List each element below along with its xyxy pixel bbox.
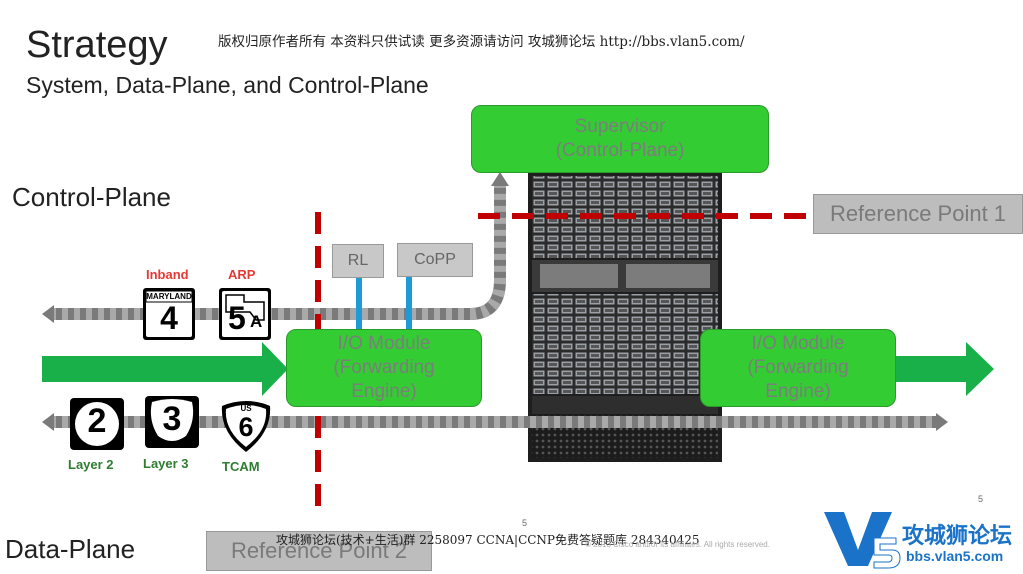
io-module-right: I/O Module (Forwarding Engine): [700, 329, 896, 407]
ingress-arrow: [42, 342, 288, 396]
us6-prefix: US: [240, 404, 252, 413]
rl-box: RL: [332, 244, 384, 278]
layer3-label: Layer 3: [143, 456, 189, 471]
tcam-label: TCAM: [222, 459, 260, 474]
supervisor-box: Supervisor (Control-Plane): [471, 105, 769, 173]
reference-point-1-box: Reference Point 1: [813, 194, 1023, 234]
logo-name: 攻城狮论坛: [902, 523, 1013, 548]
control-plane-label: Control-Plane: [12, 182, 171, 212]
io-module-right-line1: I/O Module: [751, 333, 845, 354]
egress-arrow: [890, 342, 994, 396]
page-number-right: 5: [978, 494, 984, 504]
page-number-center: 5: [522, 518, 528, 528]
us6-sign-icon: [221, 401, 271, 452]
data-plane-label: Data-Plane: [5, 534, 136, 564]
maryland-route-number: 4: [160, 300, 178, 336]
watermark-text: 版权归原作者所有 本资料只供试读 更多资源请访问 攻城狮论坛 http://bb…: [218, 34, 745, 50]
logo-url: bbs.vlan5.com: [906, 548, 1004, 564]
page-subtitle: System, Data-Plane, and Control-Plane: [26, 72, 429, 98]
control-plane-track: [42, 172, 509, 323]
arp-label: ARP: [228, 267, 256, 282]
layer3-sign-icon: [145, 396, 199, 448]
io-module-right-line2: (Forwarding: [747, 357, 849, 378]
supervisor-subtitle: (Control-Plane): [555, 140, 685, 161]
v5-logo-icon: [824, 512, 901, 569]
switch-chassis-image: [528, 172, 722, 462]
vlan5-logo: 攻城狮论坛 bbs.vlan5.com: [822, 508, 1022, 570]
io-module-left-line1: I/O Module: [337, 333, 431, 354]
arp-5a-sign-icon: [219, 288, 271, 340]
io-module-left-line2: (Forwarding: [333, 357, 435, 378]
footer-group-text: 攻城狮论坛(技术+生活)群 2258097 CCNA|CCNP免费答疑题库 28…: [276, 533, 700, 547]
io-module-right-line3: Engine): [765, 381, 831, 402]
layer2-label: Layer 2: [68, 457, 114, 472]
layer2-route-number: 2: [87, 402, 107, 440]
maryland-4-sign-icon: [143, 288, 195, 340]
io-module-left: I/O Module (Forwarding Engine): [286, 329, 482, 407]
reference-point-2-box: Reference Point 2: [206, 531, 432, 571]
copp-box: CoPP: [397, 243, 473, 277]
maryland-state-text: MARYLAND: [146, 292, 192, 301]
layer3-route-number: 3: [162, 400, 182, 438]
arp-route-suffix: A: [250, 312, 263, 331]
supervisor-title: Supervisor: [574, 116, 666, 137]
page-title: Strategy: [26, 24, 168, 66]
copyright-text: © 2013 Cisco and/or its affiliates. All …: [585, 540, 770, 549]
inband-label: Inband: [146, 267, 189, 282]
us6-route-number: 6: [238, 412, 254, 442]
arp-route-number: 5: [228, 300, 246, 336]
layer2-sign-icon: [70, 398, 124, 450]
io-module-left-line3: Engine): [351, 381, 417, 402]
